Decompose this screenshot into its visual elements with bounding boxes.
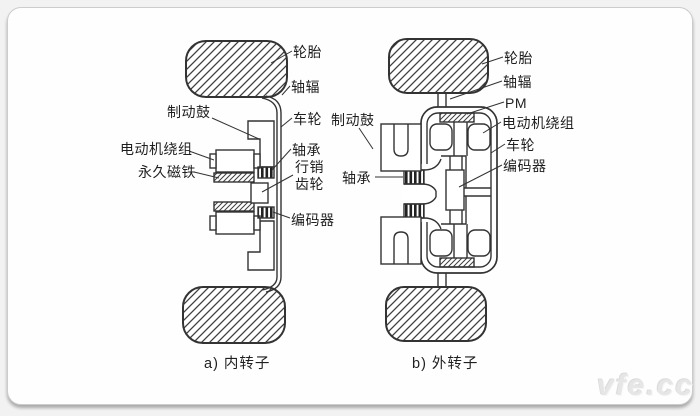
watermark: vfe.cc (597, 369, 695, 402)
tire-label-a: 轮胎 (293, 44, 322, 60)
tire-label-b: 轮胎 (504, 50, 533, 66)
brake-drum-label-a: 制动鼓 (167, 104, 211, 120)
outer-rotor-drawing (380, 93, 498, 288)
motor-winding-label-b: 电动机绕组 (502, 115, 575, 131)
encoder-label-b: 编码器 (503, 158, 547, 174)
encoder-label-a: 编码器 (291, 212, 335, 228)
caption-outer-rotor: b) 外转子 (412, 356, 479, 372)
pm-label-b: PM (505, 95, 527, 111)
pin-gear-label-a: 行销齿轮 (295, 159, 324, 192)
tire-shapes (182, 38, 489, 344)
inner-rotor-drawing (209, 95, 282, 293)
caption-inner-rotor: a) 内转子 (204, 356, 271, 372)
wheel-label-a: 车轮 (293, 111, 322, 127)
motor-winding-label-a: 电动机绕组 (120, 141, 193, 157)
axle-spoke-label-b: 轴辐 (503, 74, 532, 90)
axle-spoke-label-a: 轴辐 (291, 79, 320, 95)
bearing-label-b: 轴承 (342, 170, 371, 186)
bearing-label-a: 轴承 (292, 142, 321, 158)
permanent-magnet-label-a: 永久磁铁 (138, 164, 196, 180)
leader-lines (188, 50, 506, 219)
diagram-card (7, 7, 693, 405)
wheel-label-b: 车轮 (506, 137, 535, 153)
brake-drum-label-b: 制动鼓 (331, 112, 375, 128)
